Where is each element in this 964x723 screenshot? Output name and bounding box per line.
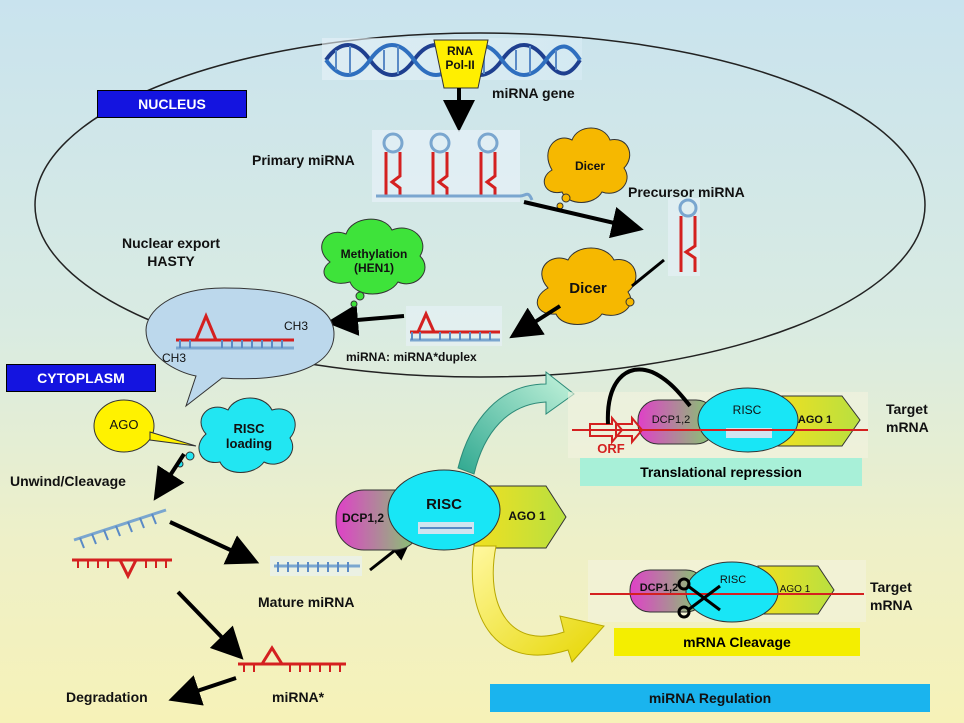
risc-loading-label: RISC loading: [214, 421, 284, 452]
yellow-curved-arrow: [471, 545, 605, 663]
unwind-cleavage-label: Unwind/Cleavage: [10, 473, 126, 489]
bottom-risc-label: RISC: [719, 574, 747, 586]
dicer-small-label: Dicer: [574, 159, 606, 173]
mirna-star-strand: [238, 645, 346, 672]
dicer-small-cloud: [543, 127, 631, 210]
risc-loading-line1: RISC: [233, 421, 265, 436]
translational-repression-box: Translational repression: [580, 458, 862, 486]
risc-complex-top: [568, 367, 868, 458]
nuclear-export-line2: HASTY: [147, 253, 195, 270]
ago-balloon: [93, 399, 197, 453]
risc-complex-bottom: [588, 560, 866, 623]
methylation-line2: (HEN1): [353, 260, 394, 275]
dicer-big-label: Dicer: [569, 280, 607, 297]
rna-pol-ii-shape: [433, 39, 489, 89]
nucleus-box: NUCLEUS: [97, 90, 247, 118]
unwound-strands: [72, 508, 172, 580]
degradation-label: Degradation: [66, 689, 148, 705]
target-top-line1: Target: [886, 401, 928, 417]
target-bottom-line1: Target: [870, 579, 912, 595]
mature-mirna-label: Mature miRNA: [258, 594, 355, 610]
top-dcp-label: DCP1,2: [651, 414, 691, 426]
ch3-label-right: CH3: [284, 319, 309, 333]
center-risc-label: RISC: [426, 496, 462, 513]
teal-curved-arrow: [457, 370, 575, 475]
target-mrna-top-label: Target mRNA: [886, 400, 929, 436]
dicer-big-cloud: [536, 247, 637, 325]
bottom-ago-label: AGO 1: [779, 584, 811, 595]
mirna-star-label: miRNA*: [272, 689, 325, 705]
mirna-regulation-box: miRNA Regulation: [490, 684, 930, 712]
duplex-label: miRNA: miRNA*duplex: [346, 350, 477, 364]
mirna-gene-label: miRNA gene: [492, 85, 575, 101]
target-mrna-bottom-label: Target mRNA: [870, 578, 913, 614]
nuclear-export-label: Nuclear export HASTY: [122, 234, 220, 270]
target-bottom-line2: mRNA: [870, 597, 913, 614]
mirna-duplex-nucleus: [406, 306, 502, 346]
methylation-line1: Methylation: [340, 247, 408, 261]
top-ago-label: AGO 1: [797, 414, 833, 426]
nuclear-export-line1: Nuclear export: [122, 235, 221, 251]
rna-pol-line1: RNA: [447, 44, 473, 58]
nuclear-export-bubble: [145, 287, 335, 408]
precursor-mirna-hairpin: [668, 198, 700, 276]
risc-complex-center: [335, 469, 567, 551]
center-ago-label: AGO 1: [508, 509, 546, 523]
center-dcp-label: DCP1,2: [341, 511, 385, 525]
rna-pol-line2: Pol-II: [445, 57, 475, 72]
bottom-dcp-label: DCP1,2: [639, 582, 679, 594]
methylation-cloud: [321, 218, 426, 308]
rna-pol-label: RNA Pol-II: [436, 44, 484, 73]
top-risc-label: RISC: [732, 403, 762, 417]
ago-label: AGO: [109, 417, 139, 432]
scissors-icon: [677, 577, 721, 619]
mrna-cleavage-box: mRNA Cleavage: [614, 628, 860, 656]
target-top-line2: mRNA: [886, 419, 929, 436]
primary-mirna-label: Primary miRNA: [252, 152, 355, 168]
mature-mirna-strand: [270, 556, 362, 576]
orf-label: ORF: [597, 441, 625, 456]
primary-mirna-hairpins: [372, 130, 534, 202]
methylation-label: Methylation (HEN1): [334, 247, 414, 276]
ch3-label-left: CH3: [162, 351, 187, 365]
precursor-mirna-label: Precursor miRNA: [628, 184, 745, 200]
risc-loading-line2: loading: [225, 435, 273, 451]
nucleus-membrane: [34, 32, 926, 378]
cytoplasm-box: CYTOPLASM: [6, 364, 156, 392]
